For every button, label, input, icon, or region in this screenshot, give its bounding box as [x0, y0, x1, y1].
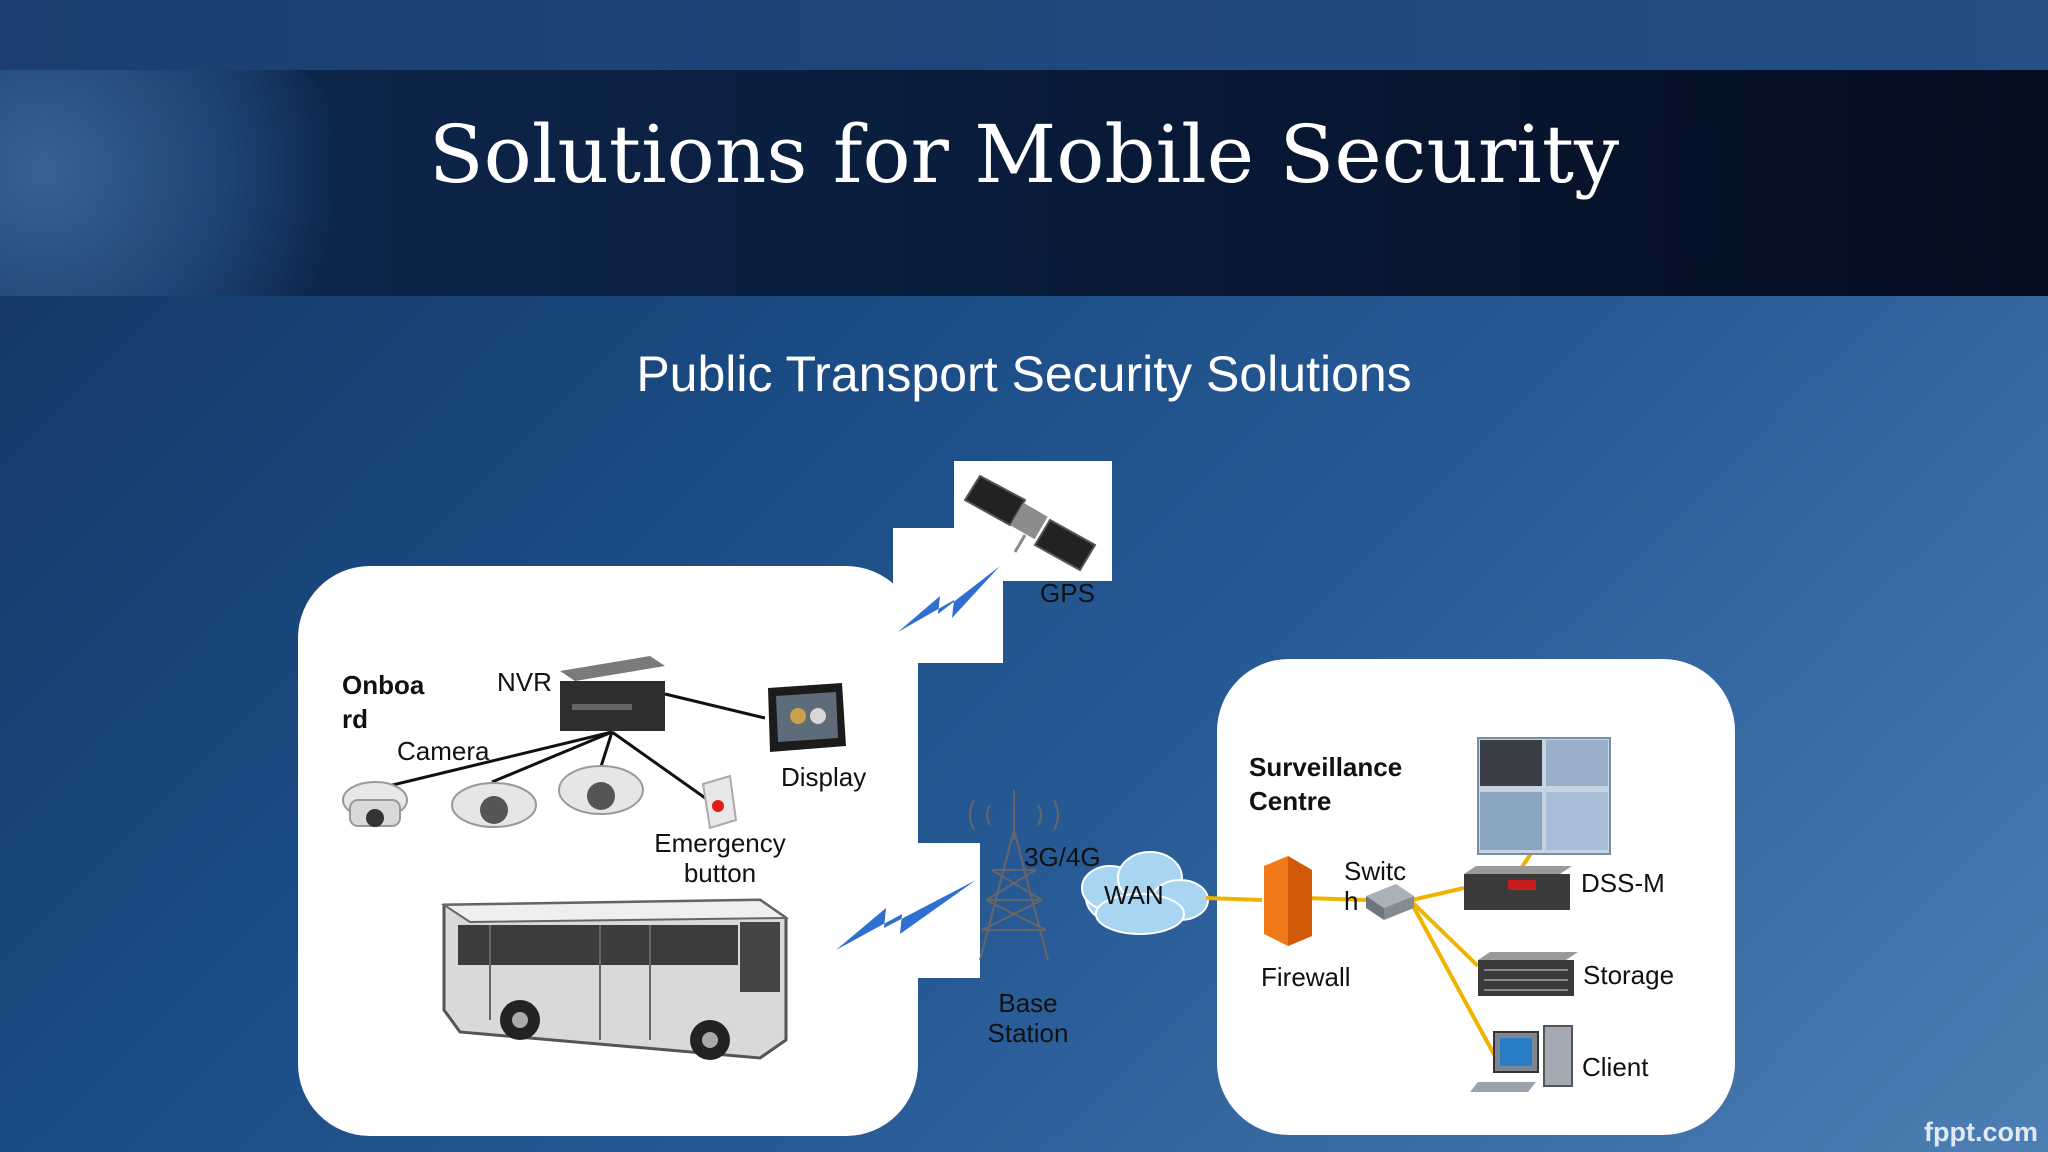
- camera-icons: [342, 765, 644, 828]
- switch-label-line1: Switc: [1344, 856, 1407, 886]
- switch-label-line2: h: [1344, 886, 1359, 916]
- nvr-links: [371, 692, 766, 802]
- video-wall-icon: [1477, 737, 1611, 855]
- gps-label: GPS: [1040, 578, 1095, 608]
- base-station-icon: [969, 790, 1059, 961]
- emergency-label-line2: button: [683, 858, 757, 888]
- emergency-button-icon: [701, 774, 738, 830]
- slide-title: Solutions for Mobile Security: [428, 108, 1620, 201]
- band-label: 3G/4G: [1024, 842, 1101, 872]
- base-station-label-line1: Base: [998, 988, 1058, 1018]
- satellite-icon: [963, 474, 1097, 572]
- wan-label: WAN: [1104, 880, 1164, 910]
- centre-heading-line2: Centre: [1249, 786, 1332, 816]
- nvr-label: NVR: [497, 667, 552, 697]
- display-icon: [768, 683, 846, 752]
- storage-label: Storage: [1583, 960, 1675, 990]
- client-pc-icon: [1470, 1025, 1573, 1092]
- onboard-heading-line1: Onboa: [342, 670, 425, 700]
- top-strip: [0, 0, 2048, 70]
- dss-server-icon: [1464, 866, 1572, 910]
- storage-icon: [1478, 952, 1578, 996]
- globe-image: [0, 70, 380, 296]
- camera-label: Camera: [397, 736, 490, 766]
- gps-signal-icon: [898, 566, 1000, 632]
- bus-icon: [440, 898, 790, 1060]
- nvr-icon: [560, 656, 665, 731]
- slide-subtitle: Public Transport Security Solutions: [636, 346, 1412, 402]
- base-signal-icon: [836, 880, 976, 950]
- title-banner: [0, 70, 2048, 296]
- client-label: Client: [1582, 1052, 1649, 1082]
- display-label: Display: [781, 762, 867, 792]
- base-station-label-line2: Station: [987, 1018, 1069, 1048]
- wan-cloud-icon: [1081, 851, 1209, 935]
- dss-label: DSS-M: [1581, 868, 1665, 898]
- firewall-icon: [1264, 856, 1312, 946]
- emergency-label-line1: Emergency: [654, 828, 786, 858]
- watermark: fppt.com: [1924, 1117, 2038, 1147]
- switch-icon: [1366, 884, 1414, 920]
- firewall-label: Firewall: [1261, 962, 1351, 992]
- onboard-heading-line2: rd: [342, 704, 368, 734]
- centre-heading-line1: Surveillance: [1249, 752, 1403, 782]
